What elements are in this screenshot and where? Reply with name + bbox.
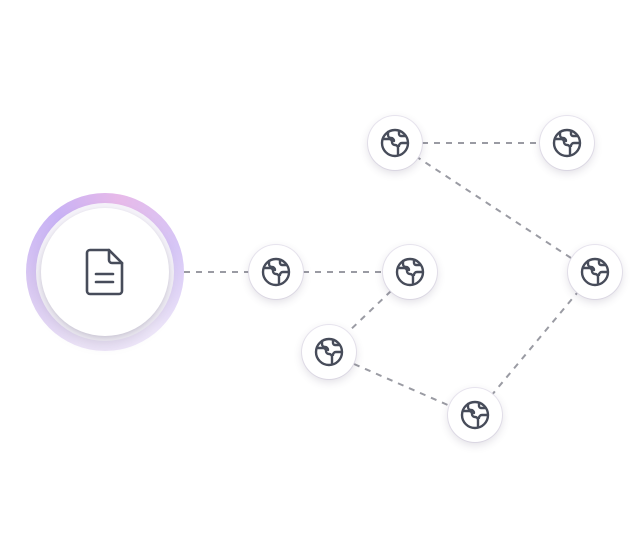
globe-node-2[interactable]	[383, 245, 437, 299]
globe-node-4[interactable]	[448, 388, 502, 442]
globe-node-1[interactable]	[249, 245, 303, 299]
file-text-icon	[84, 247, 126, 297]
edge-g3-g4	[353, 363, 451, 407]
globe-icon	[313, 336, 345, 368]
globe-node-3[interactable]	[302, 325, 356, 379]
globe-icon	[459, 399, 491, 431]
globe-icon	[579, 256, 611, 288]
globe-icon	[260, 256, 292, 288]
document-node[interactable]	[41, 208, 169, 336]
globe-node-7[interactable]	[540, 116, 594, 170]
globe-icon	[379, 127, 411, 159]
globe-icon	[551, 127, 583, 159]
edge-g4-g5	[490, 292, 578, 397]
edge-g5-g6	[416, 156, 572, 259]
edge-g2-g3	[345, 290, 392, 335]
globe-node-5[interactable]	[568, 245, 622, 299]
globe-node-6[interactable]	[368, 116, 422, 170]
globe-icon	[394, 256, 426, 288]
